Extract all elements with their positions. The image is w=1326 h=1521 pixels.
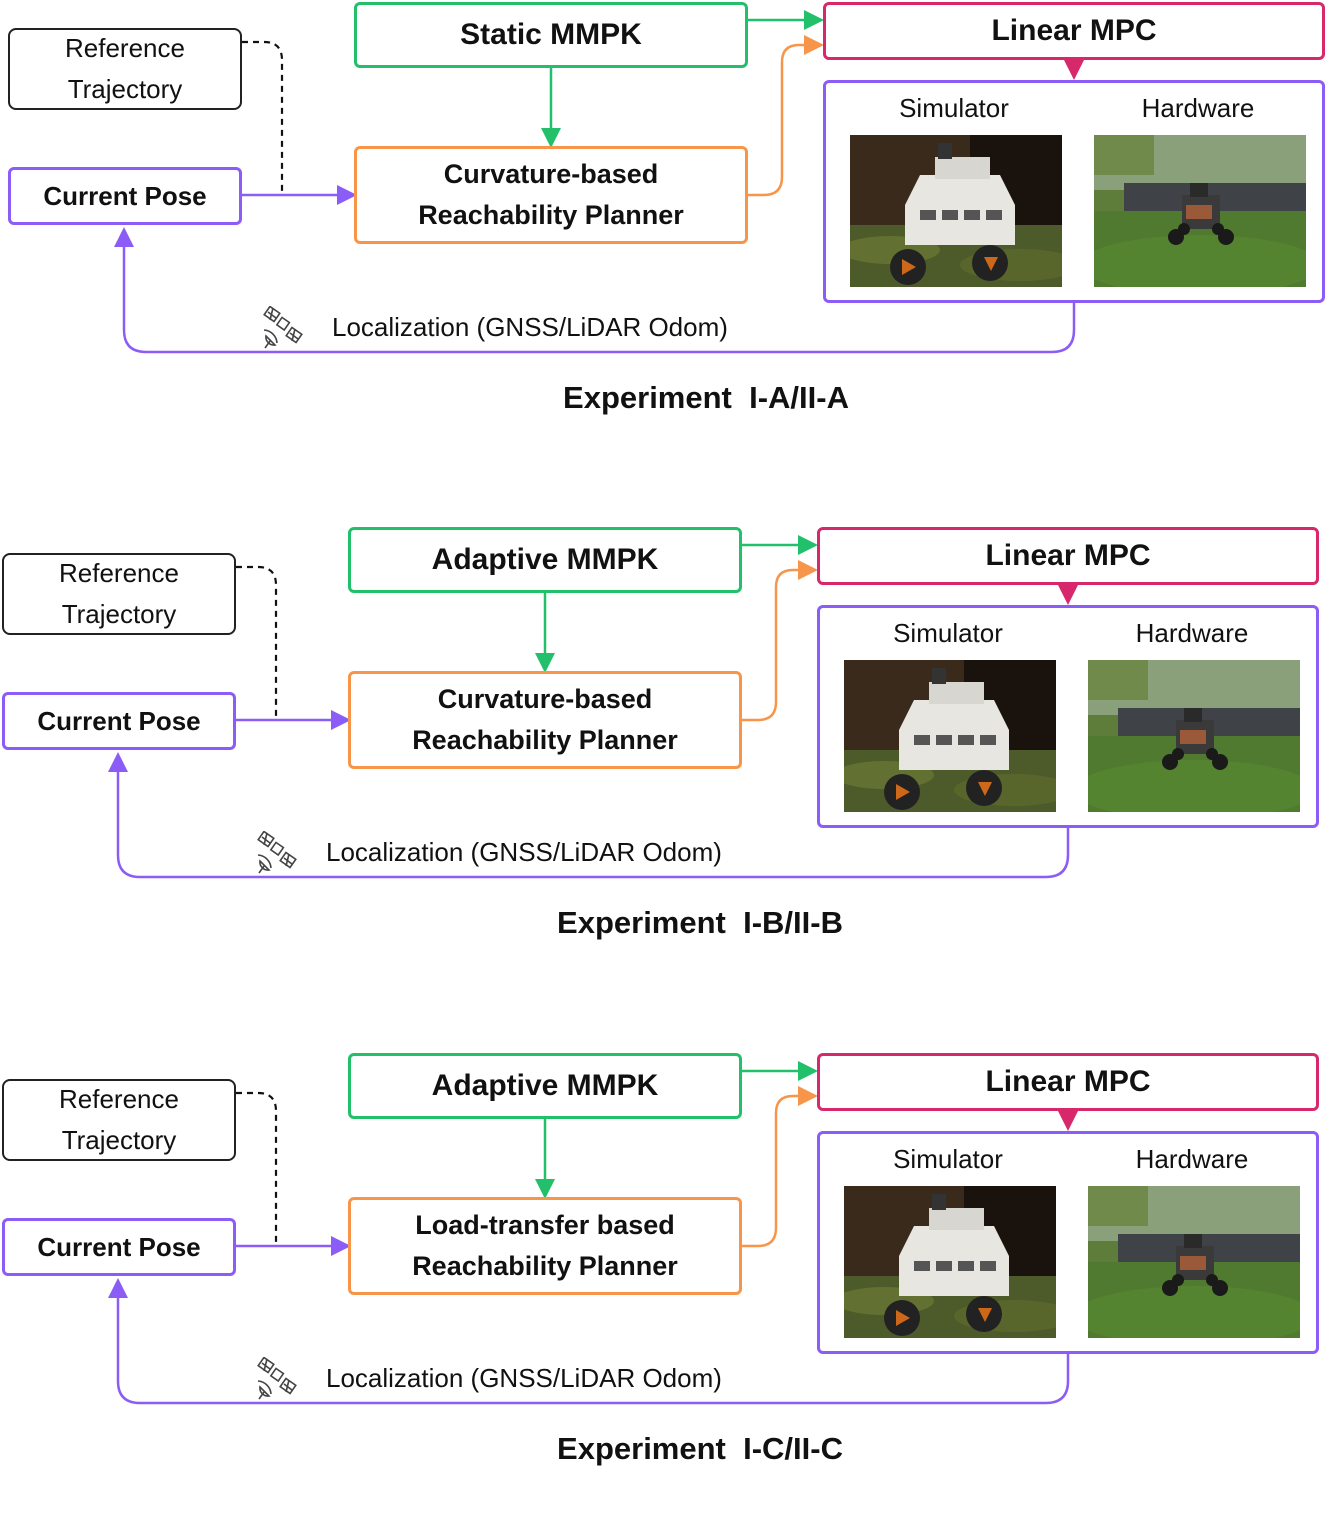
current-pose-label: Current Pose: [43, 180, 207, 211]
connection-wires: [114, 10, 1084, 354]
current-pose-label: Current Pose: [37, 1231, 201, 1262]
hardware-image: [1088, 1186, 1300, 1338]
reference-dashed-link: [242, 40, 284, 195]
linear-mpc-box: Linear MPC: [817, 1053, 1319, 1111]
localization-label: Localization (GNSS/LiDAR Odom): [326, 837, 722, 867]
localization-feedback-arrow: [108, 752, 1070, 879]
experiment-title: Experiment I-C/II-C: [557, 1431, 843, 1466]
linear-mpc-label: Linear MPC: [991, 14, 1157, 47]
simulator-label: Simulator: [893, 618, 1003, 648]
simulator-image: [850, 135, 1062, 287]
planner-to-mpc-arrow: [742, 1086, 818, 1248]
planner-to-mpc-arrow: [742, 560, 818, 722]
hardware-label: Hardware: [1135, 618, 1249, 648]
localization-label: Localization (GNSS/LiDAR Odom): [326, 1363, 722, 1393]
current-pose-box: Current Pose: [2, 692, 236, 750]
reference-dashed-link: [236, 565, 278, 720]
simulator-hardware-box: Simulator Hardware: [823, 80, 1325, 303]
hardware-image: [1094, 135, 1306, 287]
current-pose-label: Current Pose: [37, 705, 201, 736]
mmpk-box: Adaptive MMPK: [348, 527, 742, 593]
simulator-hardware-box: Simulator Hardware: [817, 1131, 1319, 1354]
mmpk-box: Static MMPK: [354, 2, 748, 68]
localization-feedback-arrow: [114, 227, 1076, 354]
planner-to-mpc-arrow: [748, 35, 824, 197]
mmpk-label: Static MMPK: [460, 18, 642, 51]
connection-wires: [108, 1061, 1078, 1405]
connection-wires: [108, 535, 1078, 879]
linear-mpc-label: Linear MPC: [985, 1065, 1151, 1098]
hardware-label: Hardware: [1135, 1144, 1249, 1174]
linear-mpc-box: Linear MPC: [823, 2, 1325, 60]
satellite-icon: [255, 1356, 299, 1401]
mmpk-label: Adaptive MMPK: [431, 543, 659, 576]
satellite-icon: [255, 830, 299, 875]
reference-dashed-link: [236, 1091, 278, 1246]
current-pose-box: Current Pose: [8, 167, 242, 225]
mmpk-box: Adaptive MMPK: [348, 1053, 742, 1119]
experiment-title: Experiment I-B/II-B: [557, 905, 843, 940]
simulator-label: Simulator: [893, 1144, 1003, 1174]
experiment-title: Experiment I-A/II-A: [563, 380, 849, 415]
hardware-image: [1088, 660, 1300, 812]
simulator-image: [844, 660, 1056, 812]
mmpk-label: Adaptive MMPK: [431, 1069, 659, 1102]
simulator-label: Simulator: [899, 93, 1009, 123]
hardware-label: Hardware: [1141, 93, 1255, 123]
satellite-icon: [261, 305, 305, 350]
linear-mpc-box: Linear MPC: [817, 527, 1319, 585]
current-pose-box: Current Pose: [2, 1218, 236, 1276]
linear-mpc-label: Linear MPC: [985, 539, 1151, 572]
simulator-image: [844, 1186, 1056, 1338]
simulator-hardware-box: Simulator Hardware: [817, 605, 1319, 828]
localization-label: Localization (GNSS/LiDAR Odom): [332, 312, 728, 342]
localization-feedback-arrow: [108, 1278, 1070, 1405]
